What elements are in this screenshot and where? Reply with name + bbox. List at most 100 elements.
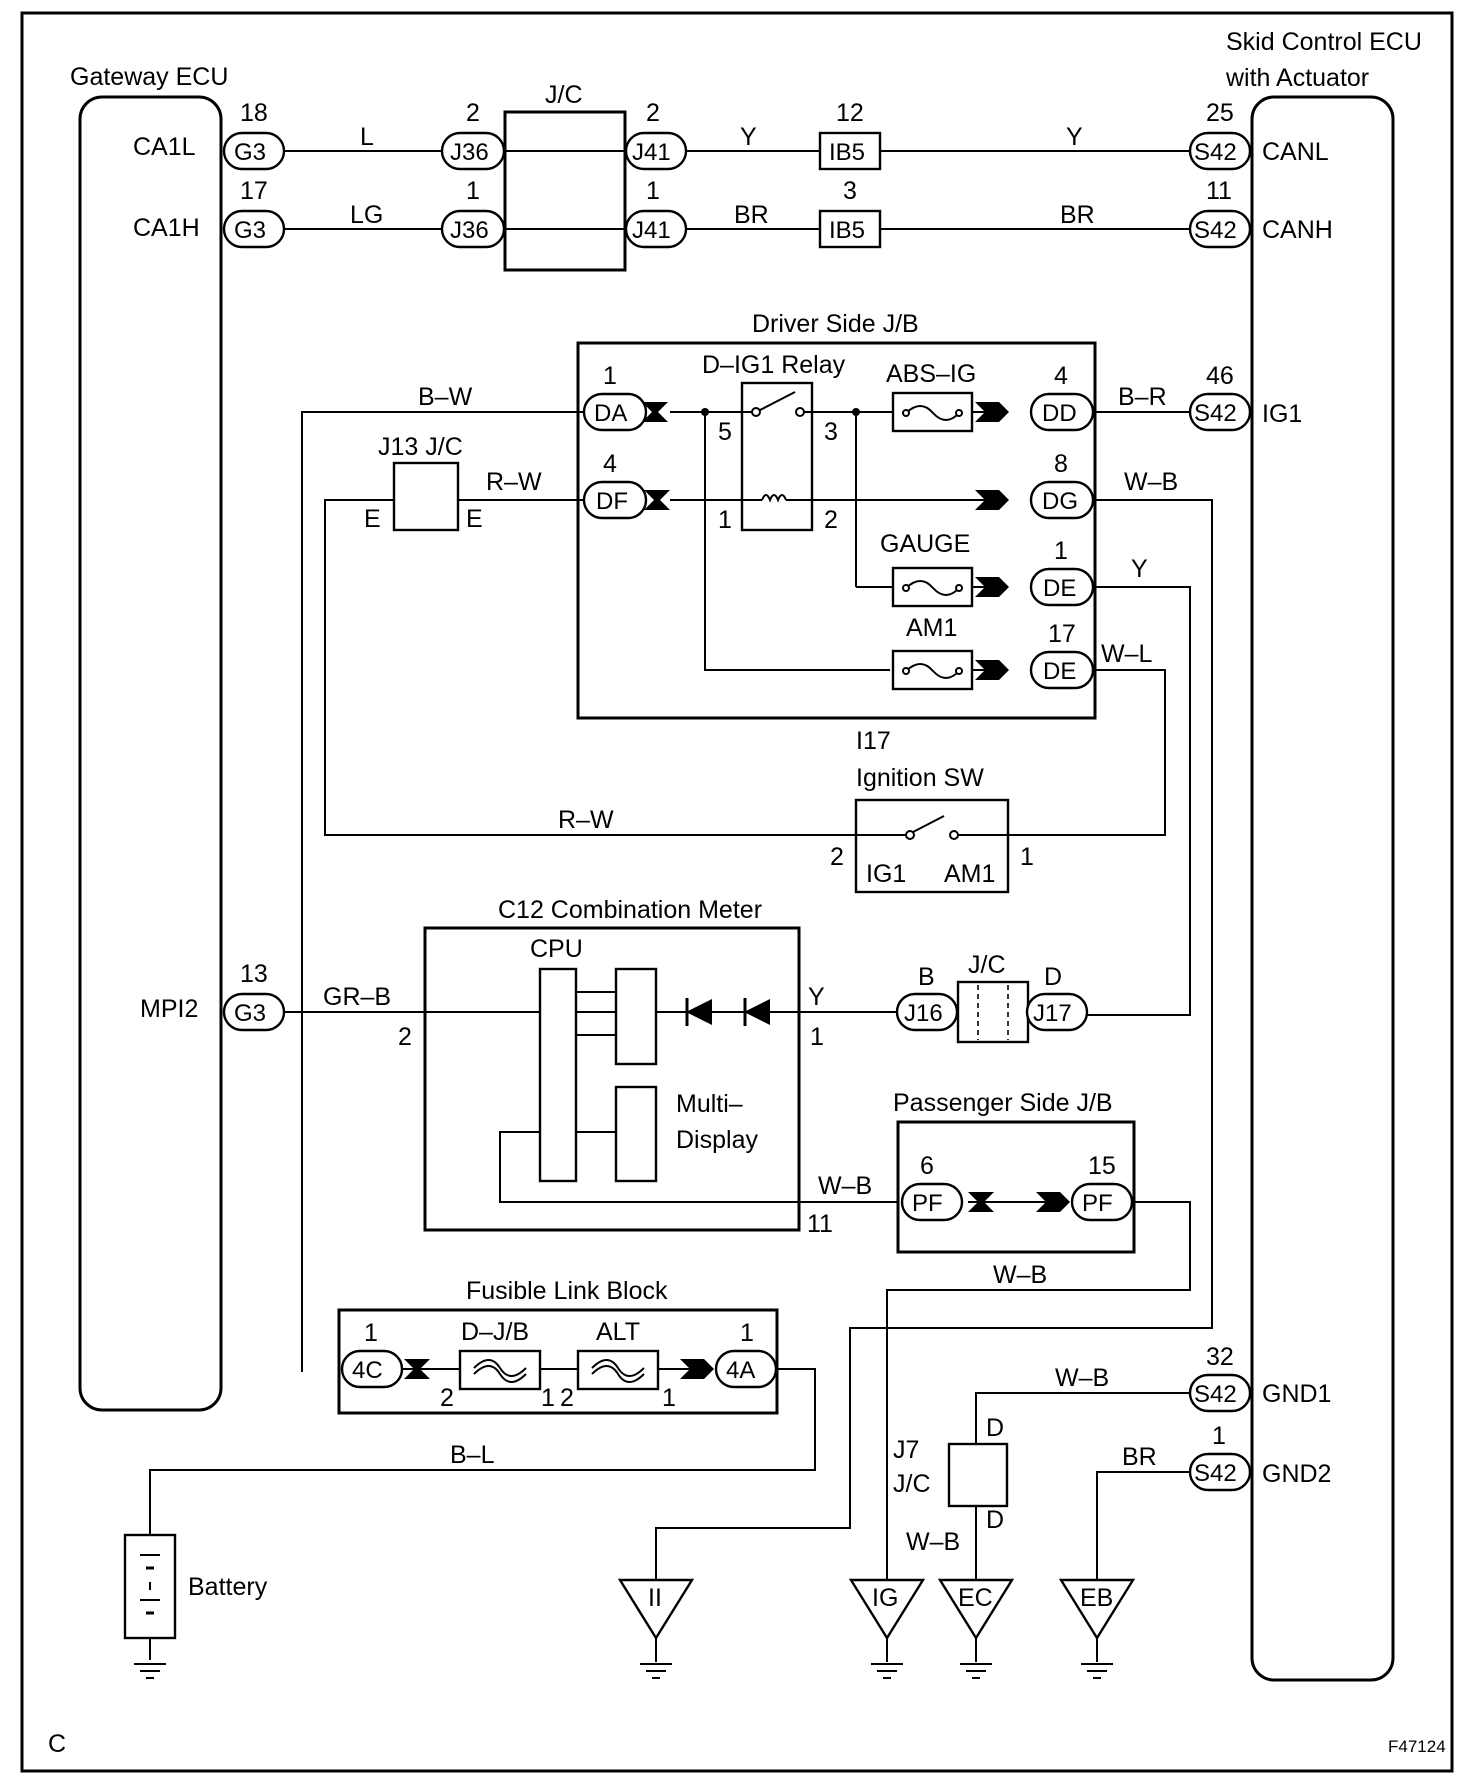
diagram-frame — [20, 11, 1454, 1773]
pin-pf-6: 6 — [920, 1152, 934, 1180]
pin-ib5-12: 12 — [836, 99, 864, 127]
ground-ec-label: EC — [958, 1584, 993, 1612]
fuse-am1-label: AM1 — [906, 614, 957, 642]
conn-df: DF — [596, 488, 628, 515]
jc-top-label: J/C — [545, 81, 583, 109]
pin-dg-8: 8 — [1054, 450, 1068, 478]
pin-relay-2: 2 — [824, 506, 838, 534]
pin-numbers: 18 17 13 2 1 2 1 12 3 25 11 46 32 1 1 4 … — [240, 99, 1234, 1450]
conn-s42-canl: S42 — [1194, 139, 1237, 166]
conn-s42-gnd1: S42 — [1194, 1381, 1237, 1408]
pin-dd-4: 4 — [1054, 362, 1068, 390]
ground-eb-label: EB — [1080, 1584, 1113, 1612]
wire-label-br-gnd2: BR — [1122, 1443, 1157, 1471]
ground-ii-label: II — [648, 1584, 662, 1612]
pin-pf-15: 15 — [1088, 1152, 1116, 1180]
wire-color-labels: L LG Y Y BR BR B–W R–W R–W B–R W–B Y W–L… — [323, 123, 1178, 1556]
conn-s42-ig1: S42 — [1194, 400, 1237, 427]
conn-j16: J16 — [904, 1000, 943, 1027]
ignition-code: I17 — [856, 727, 891, 755]
ground-ig-label: IG — [872, 1584, 898, 1612]
multi-display-line2: Display — [676, 1126, 758, 1154]
junction-connector-mid: J/C B D J16 J17 — [895, 951, 1089, 1044]
pin-4a-1: 1 — [740, 1319, 754, 1347]
conn-pf-15: PF — [1082, 1190, 1113, 1217]
j13-right-pin: E — [466, 505, 483, 533]
conn-g3-a: G3 — [234, 139, 266, 166]
fuse-abs-ig-label: ABS–IG — [886, 360, 976, 388]
conn-s42-canh: S42 — [1194, 217, 1237, 244]
wire-label-bw: B–W — [418, 383, 473, 411]
j13-junction: J13 J/C E E — [364, 433, 483, 533]
wire-label-rw-1: R–W — [486, 468, 542, 496]
conn-j36-b: J36 — [450, 217, 489, 244]
conn-4a: 4A — [726, 1357, 755, 1384]
conn-j41-a: J41 — [632, 139, 671, 166]
conn-j41-b: J41 — [632, 217, 671, 244]
terminal-ca1h: CA1H — [133, 214, 200, 242]
wire-label-br-1: BR — [734, 201, 769, 229]
j7-code: J7 — [893, 1436, 919, 1464]
driver-jb-title: Driver Side J/B — [752, 310, 919, 338]
pin-s42-32: 32 — [1206, 1343, 1234, 1371]
wire-label-l: L — [360, 123, 374, 151]
terminal-canh: CANH — [1262, 216, 1333, 244]
wire-label-bl: B–L — [450, 1441, 495, 1469]
wire-label-y-meter: Y — [808, 983, 825, 1011]
terminal-ig1: IG1 — [1262, 400, 1302, 428]
skid-control-ecu: Skid Control ECU with Actuator CANL CANH… — [1225, 28, 1422, 1682]
pin-meter-1: 1 — [810, 1023, 824, 1051]
gateway-ecu-title: Gateway ECU — [70, 63, 228, 91]
conn-j36-a: J36 — [450, 139, 489, 166]
pin-de-17: 17 — [1048, 620, 1076, 648]
conn-s42-gnd2: S42 — [1194, 1460, 1237, 1487]
pin-j41-1: 1 — [646, 177, 660, 205]
pin-s42-11: 11 — [1206, 177, 1232, 205]
conn-de-17: DE — [1043, 658, 1076, 685]
pin-s42-25: 25 — [1206, 99, 1234, 127]
combination-meter: C12 Combination Meter CPU Multi– Display — [423, 896, 801, 1232]
terminal-canl: CANL — [1262, 138, 1329, 166]
relay-title: D–IG1 Relay — [702, 351, 846, 379]
ground-points: II IG EC EB — [617, 1578, 1136, 1679]
skid-ecu-title-line2: with Actuator — [1225, 64, 1369, 92]
j7-top-pin: D — [986, 1414, 1004, 1442]
pin-4c-1: 1 — [364, 1319, 378, 1347]
pin-meter-11: 11 — [807, 1210, 833, 1238]
pin-djb-1: 1 — [541, 1384, 555, 1412]
wire-label-wb-pf: W–B — [993, 1261, 1047, 1289]
ground-eb: EB — [1058, 1578, 1136, 1679]
fuse-gauge-label: GAUGE — [880, 530, 970, 558]
conn-g3-b: G3 — [234, 217, 266, 244]
conn-j17: J17 — [1033, 1000, 1072, 1027]
connectors: G3 G3 G3 J36 J36 J41 J41 IB5 IB5 S42 S42… — [222, 131, 1252, 1492]
pin-ib5-3: 3 — [843, 177, 857, 205]
ignition-am1: AM1 — [944, 860, 995, 888]
conn-pf-6: PF — [912, 1190, 943, 1217]
terminal-gnd2: GND2 — [1262, 1460, 1331, 1488]
wire-label-y-de: Y — [1131, 555, 1148, 583]
wire-label-grb: GR–B — [323, 983, 391, 1011]
wire-label-lg: LG — [350, 201, 383, 229]
multi-display-line1: Multi– — [676, 1090, 743, 1118]
wire-label-y-2: Y — [1066, 123, 1083, 151]
pin-13: 13 — [240, 960, 268, 988]
wire-label-wb-dg: W–B — [1124, 468, 1178, 496]
fuse-djb-label: D–J/B — [461, 1318, 529, 1346]
conn-ib5-b: IB5 — [829, 217, 865, 244]
fusible-title: Fusible Link Block — [466, 1277, 668, 1305]
pin-18: 18 — [240, 99, 268, 127]
wire-label-rw-2: R–W — [558, 806, 614, 834]
wire-label-br-ig: B–R — [1118, 383, 1167, 411]
wire-label-wb-gnd1: W–B — [1055, 1364, 1109, 1392]
corner-label: C — [48, 1730, 66, 1758]
meter-title: C12 Combination Meter — [498, 896, 762, 924]
terminal-ca1l: CA1L — [133, 133, 196, 161]
ground-ec: EC — [937, 1578, 1015, 1679]
pin-s42-46: 46 — [1206, 362, 1234, 390]
j7-junction: J7 J/C D D — [893, 1414, 1009, 1534]
pin-relay-1: 1 — [718, 506, 732, 534]
j13-left-pin: E — [364, 505, 381, 533]
jc-mid-label: J/C — [968, 951, 1006, 979]
j13-label: J13 J/C — [378, 433, 463, 461]
